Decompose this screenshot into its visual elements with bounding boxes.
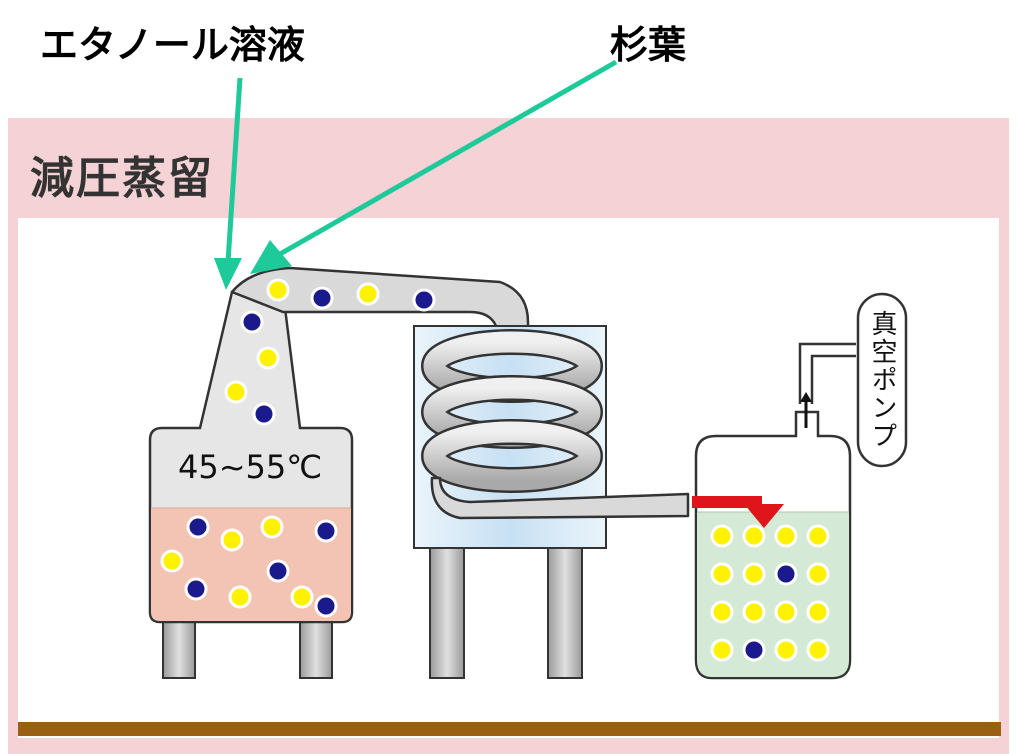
molecule-yellow [224, 380, 248, 404]
molecule-yellow [260, 515, 284, 539]
molecule-yellow [806, 562, 830, 586]
panel-title: 減圧蒸留 [30, 153, 214, 204]
molecule-yellow [742, 562, 766, 586]
sugi-leaf-label: 杉葉 [610, 23, 687, 67]
molecule-blue [412, 288, 436, 312]
molecule-blue [774, 562, 798, 586]
molecule-blue [742, 638, 766, 662]
molecule-yellow [220, 528, 244, 552]
molecule-yellow [256, 346, 280, 370]
molecule-yellow [266, 278, 290, 302]
molecule-yellow [290, 585, 314, 609]
molecule-yellow [806, 638, 830, 662]
vacuum-up-arrow [800, 392, 812, 428]
vacuum-line [798, 342, 856, 404]
molecule-yellow [710, 638, 734, 662]
molecule-yellow [806, 600, 830, 624]
annotation-arrows [214, 59, 618, 290]
molecule-blue [240, 310, 264, 334]
vacuum-pump-box [856, 292, 908, 468]
molecule-blue [314, 519, 338, 543]
molecule-blue [186, 515, 210, 539]
condenser-legs [429, 547, 583, 679]
vacuum-pump-label: 真空ポンプ [867, 310, 897, 450]
floor-bar [18, 722, 1001, 736]
vapor-pipe [230, 266, 530, 342]
molecule-yellow [742, 524, 766, 548]
outlet-pipe [430, 476, 690, 520]
molecule-yellow [356, 282, 380, 306]
molecule-yellow [774, 638, 798, 662]
molecule-yellow [806, 524, 830, 548]
ethanol-solution-label: エタノール溶液 [40, 23, 305, 67]
molecule-yellow [710, 600, 734, 624]
molecule-yellow [228, 585, 252, 609]
molecule-yellow [710, 524, 734, 548]
boiler-legs [162, 617, 333, 679]
flow-arrow [692, 496, 784, 528]
molecule-blue [252, 402, 276, 426]
molecule-blue [310, 286, 334, 310]
molecule-yellow [774, 524, 798, 548]
molecule-yellow [774, 600, 798, 624]
condenser-coil [421, 329, 603, 493]
receiver-liquid [697, 512, 849, 677]
molecule-blue [184, 577, 208, 601]
temperature-label: 45~55℃ [178, 448, 322, 486]
molecule-blue [314, 594, 338, 618]
molecules [160, 278, 830, 662]
molecule-yellow [710, 562, 734, 586]
molecule-blue [266, 559, 290, 583]
molecule-yellow [160, 549, 184, 573]
molecule-yellow [742, 600, 766, 624]
